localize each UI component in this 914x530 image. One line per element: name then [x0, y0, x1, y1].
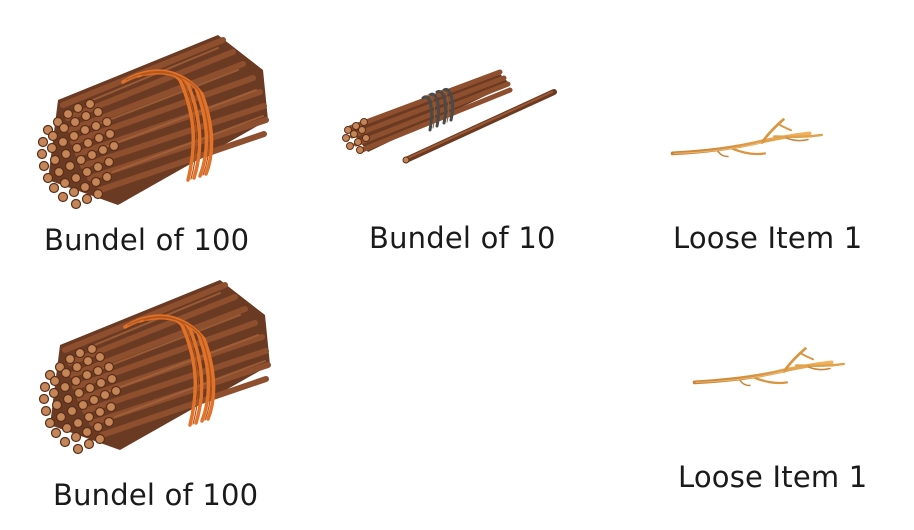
loose-item-label: Loose Item 1	[678, 460, 868, 494]
big-bundle-icon	[20, 275, 280, 455]
bundle-10-card: Bundel of 10	[320, 0, 590, 265]
small-bundle-icon	[338, 62, 563, 172]
loose-item-card-2: Loose Item 1	[650, 265, 914, 530]
bundle-10-label: Bundel of 10	[369, 221, 556, 255]
bundle-100-card-1: Bundel of 100	[0, 0, 300, 265]
big-bundle-icon	[18, 30, 278, 210]
bundle-100-label: Bundel of 100	[44, 223, 250, 257]
twig-icon	[670, 117, 824, 159]
bundle-100-card-2: Bundel of 100	[0, 265, 300, 530]
loose-item-card-1: Loose Item 1	[630, 0, 914, 265]
loose-item-label: Loose Item 1	[673, 221, 863, 255]
twig-icon	[692, 346, 846, 388]
bundle-100-label: Bundel of 100	[53, 478, 259, 512]
